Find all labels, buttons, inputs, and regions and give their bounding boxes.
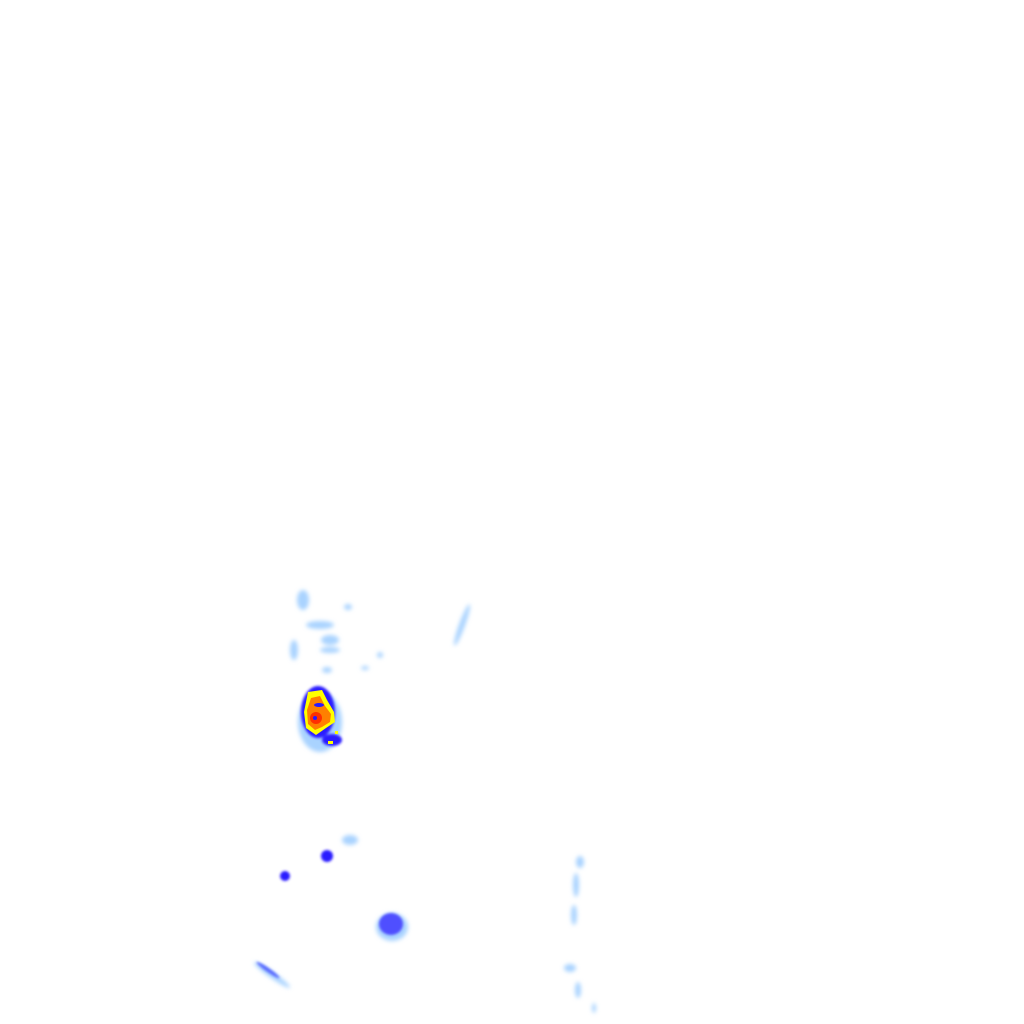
echo-cell [575,982,581,998]
echo-band [453,604,471,646]
echo-cell [576,856,584,868]
echo-core [321,850,333,862]
light-echoes [253,590,596,1013]
echo-cell [592,1003,596,1013]
echo-cell [297,590,309,610]
echo-band [256,961,280,979]
heavy-cell [335,731,338,734]
echo-cell [573,873,579,897]
heavy-echoes [304,690,338,744]
echo-cell [377,652,383,658]
echo-cell [564,964,576,972]
echo-core [322,734,342,746]
echo-core [379,913,403,935]
echo-cell [342,835,358,845]
echo-cell [344,604,352,610]
echo-cell [320,647,340,653]
echo-hole [314,703,324,707]
echo-cell [322,667,332,673]
echo-cell [361,666,369,670]
echo-cell [306,621,334,629]
echo-cell [321,635,339,645]
echo-cell [290,640,298,660]
echo-cell [571,905,577,925]
heavy-cell [328,741,333,744]
echo-core [280,871,290,881]
echo-hole [313,716,317,720]
